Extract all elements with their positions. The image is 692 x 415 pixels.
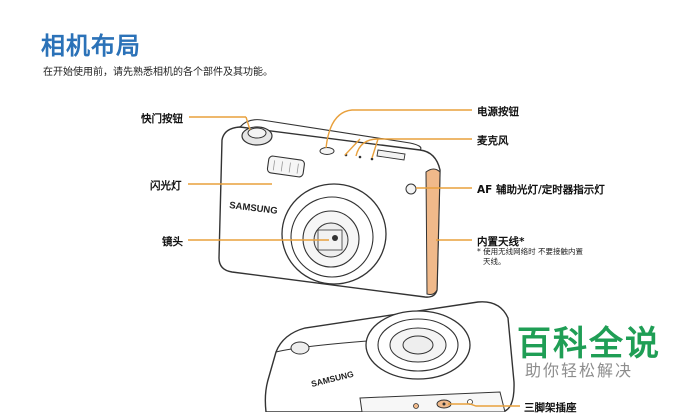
callout-flash: 闪光灯 (150, 180, 182, 192)
antenna-note-line2: 天线。 (483, 257, 506, 266)
flash-shape (266, 155, 305, 178)
callout-power-button: 电源按钮 (477, 106, 519, 118)
watermark-main: 百科全说 (517, 324, 661, 364)
page-subtitle: 在开始使用前，请先熟悉相机的各个部件及其功能。 (43, 67, 273, 78)
watermark-sub: 助你轻松解决 (525, 361, 634, 380)
camera-front (218, 119, 441, 298)
callout-af-lamp: AF 辅助光灯/定时器指示灯 (477, 184, 605, 196)
leader-shutter-drop (245, 116, 251, 131)
leader-lines (188, 109, 520, 407)
callout-tripod-socket: 三脚架插座 (524, 402, 577, 414)
af-lamp-shape (405, 183, 417, 195)
antenna-note-line1: * 使用无线网络时 不要接触内置 (477, 247, 584, 256)
antenna-panel (425, 168, 441, 295)
callout-shutter-button: 快门按钮 (141, 113, 183, 125)
callout-antenna: 内置天线* (477, 236, 525, 248)
power-button-shape (319, 147, 335, 155)
leader-power (325, 109, 472, 149)
page-title: 相机布局 (41, 32, 141, 60)
leader-tripod (448, 403, 520, 407)
antenna-note: * 使用无线网络时 不要接触内置 天线。 (477, 247, 627, 267)
callout-microphone: 麦克风 (477, 135, 509, 147)
callout-lens: 镜头 (162, 236, 183, 248)
camera-bottom (264, 301, 515, 412)
